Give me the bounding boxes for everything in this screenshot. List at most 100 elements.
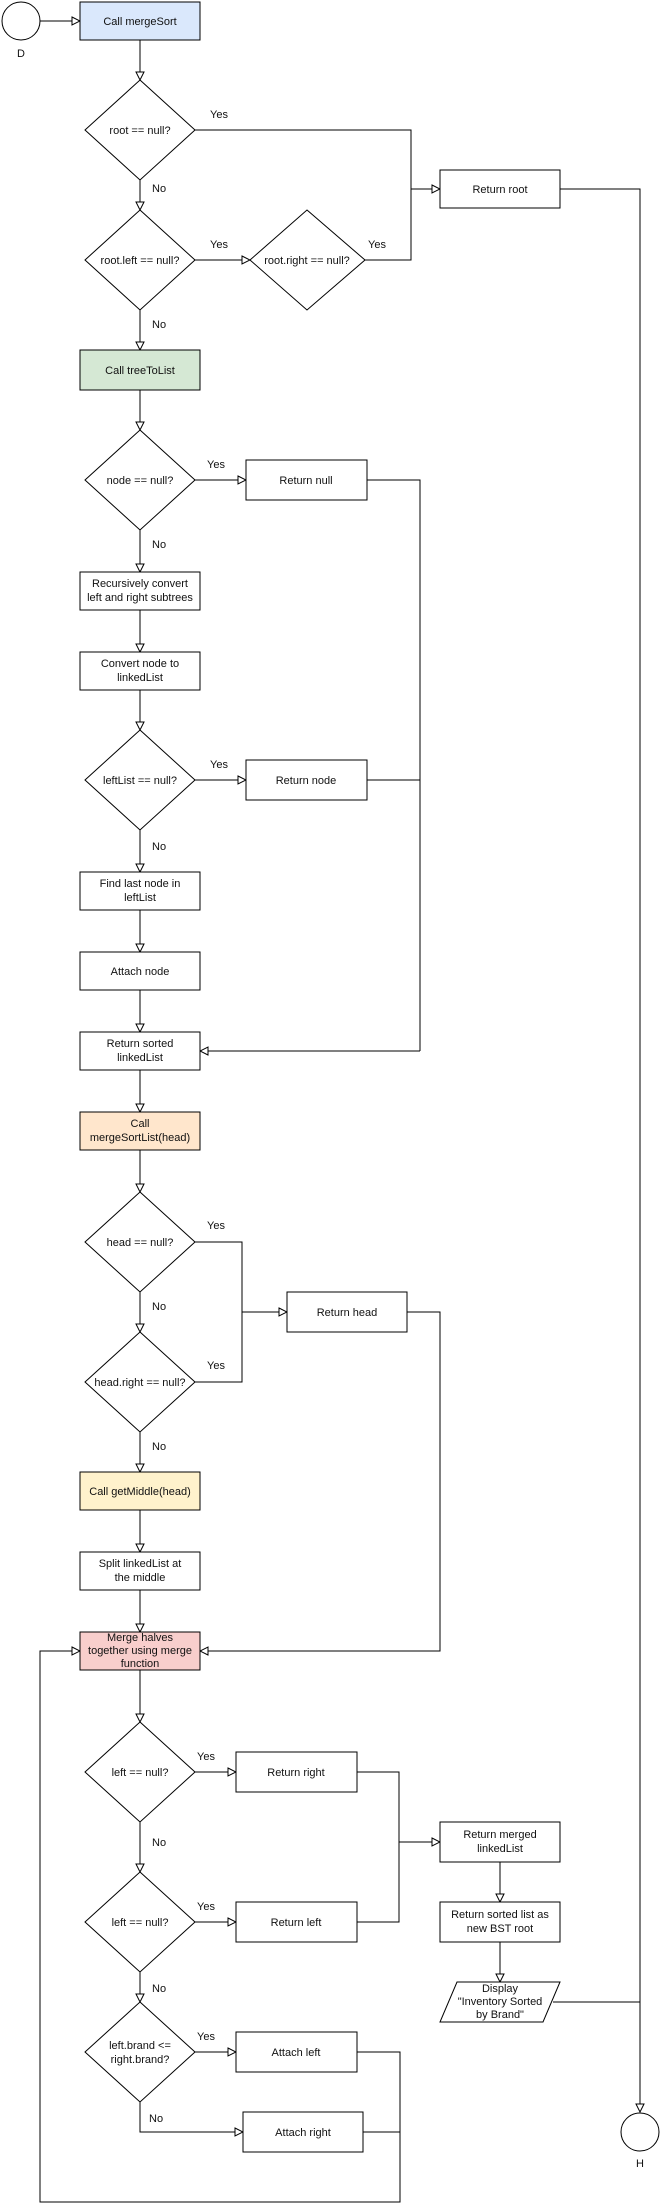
edge-head-right-null-yes — [195, 1312, 243, 1383]
label-no: No — [152, 1837, 166, 1849]
edges — [39, 21, 640, 2203]
compare-brand-label-line1: left.brand <= — [109, 2040, 171, 2052]
return-right-label: Return right — [267, 1767, 324, 1779]
root-null-label: root == null? — [109, 125, 170, 137]
find-last-label-line1: Find last node in — [100, 878, 181, 890]
return-merged-label-line1: Return merged — [463, 1829, 536, 1841]
return-null-node — [245, 459, 368, 501]
edge-head-null-yes — [195, 1241, 243, 1312]
label-yes: Yes — [207, 1360, 225, 1372]
start-connector — [1, 1, 41, 41]
label-yes: Yes — [207, 459, 225, 471]
call-getmiddle-label: Call getMiddle(head) — [89, 1486, 191, 1498]
merge-halves-label-line1: Merge halves — [107, 1632, 174, 1644]
call-mergesort-label: Call mergeSort — [103, 16, 176, 28]
label-no: No — [152, 1301, 166, 1313]
label-yes: Yes — [210, 109, 228, 121]
leftlist-null-decision — [84, 729, 196, 831]
call-mergesort-node — [79, 1, 201, 41]
label-no: No — [149, 2113, 163, 2125]
return-null-label: Return null — [279, 475, 332, 487]
split-linkedlist-label-line2: the middle — [115, 1572, 166, 1584]
convert-node-label-line1: Convert node to — [101, 658, 179, 670]
head-right-null-decision — [84, 1331, 196, 1433]
return-bst-root-node — [439, 1901, 561, 1943]
return-merged-node — [439, 1821, 561, 1863]
return-bst-root-label-line1: Return sorted list as — [451, 1909, 549, 1921]
edge-root-null-yes — [195, 129, 412, 189]
return-root-label: Return root — [472, 184, 527, 196]
attach-right-node — [242, 2111, 364, 2153]
attach-left-node — [235, 2031, 358, 2073]
label-no: No — [152, 539, 166, 551]
edge-return-head-to-merge — [200, 1311, 441, 1651]
display-label-line1: Display — [482, 1983, 519, 1995]
merge-halves-label-line3: function — [121, 1658, 160, 1670]
recursive-convert-label-line1: Recursively convert — [92, 578, 188, 590]
merge-halves-node — [79, 1631, 201, 1671]
edge-labels: Yes No Yes Yes No Yes No Yes No Yes No Y… — [149, 109, 386, 2125]
label-yes: Yes — [207, 1220, 225, 1232]
call-mergesortlist-node — [79, 1111, 201, 1151]
call-getmiddle-node — [79, 1471, 201, 1511]
return-left-label: Return left — [271, 1917, 322, 1929]
left-null-decision-2 — [84, 1871, 196, 1973]
label-no: No — [152, 1441, 166, 1453]
attach-node-node — [79, 951, 201, 991]
return-left-node — [235, 1901, 358, 1943]
return-sorted-linkedlist-label-line1: Return sorted — [107, 1038, 174, 1050]
label-yes: Yes — [368, 239, 386, 251]
split-linkedlist-node — [79, 1551, 201, 1591]
root-right-null-label: root.right == null? — [264, 255, 350, 267]
call-mergesortlist-label-line1: Call — [131, 1118, 150, 1130]
end-connector-label: H — [636, 2158, 644, 2170]
convert-node-label-line2: linkedList — [117, 672, 163, 684]
label-yes: Yes — [210, 759, 228, 771]
leftlist-null-label: leftList == null? — [103, 775, 177, 787]
label-no: No — [152, 183, 166, 195]
node-null-decision — [84, 429, 196, 531]
nodes: D Call mergeSort root == null? root.left… — [1, 1, 660, 2170]
head-null-decision — [84, 1191, 196, 1293]
attach-right-label: Attach right — [275, 2127, 331, 2139]
end-connector — [620, 2112, 660, 2152]
node-null-label: node == null? — [107, 475, 174, 487]
attach-node-label: Attach node — [111, 966, 170, 978]
left-null-decision-1 — [84, 1721, 196, 1823]
split-linkedlist-label-line1: Split linkedList at — [99, 1558, 182, 1570]
edge-root-right-null-yes — [365, 189, 412, 261]
recursive-convert-label-line2: left and right subtrees — [87, 592, 193, 604]
edge-return-null-to-return-sorted — [367, 479, 421, 1051]
head-null-label: head == null? — [107, 1237, 174, 1249]
left-null-label-1: left == null? — [112, 1767, 169, 1779]
return-node-label: Return node — [276, 775, 337, 787]
head-right-null-label: head.right == null? — [94, 1377, 185, 1389]
edge-loop-back — [39, 1651, 401, 2203]
edge-return-right-to-merged — [357, 1771, 400, 1923]
label-yes: Yes — [197, 1751, 215, 1763]
return-head-label: Return head — [317, 1307, 378, 1319]
display-label-line2: "Inventory Sorted — [458, 1996, 543, 2008]
root-left-null-label: root.left == null? — [101, 255, 180, 267]
merge-halves-label-line2: together using merge — [88, 1645, 192, 1657]
return-head-node — [286, 1291, 408, 1333]
label-yes: Yes — [197, 1901, 215, 1913]
call-treetolist-label: Call treeToList — [105, 365, 175, 377]
label-no: No — [152, 841, 166, 853]
edge-return-root-to-h — [560, 188, 640, 2112]
attach-left-label: Attach left — [272, 2047, 321, 2059]
return-bst-root-label-line2: new BST root — [467, 1923, 533, 1935]
return-root-node — [439, 169, 561, 209]
left-null-label-2: left == null? — [112, 1917, 169, 1929]
label-no: No — [152, 319, 166, 331]
return-merged-label-line2: linkedList — [477, 1843, 523, 1855]
return-sorted-linkedlist-node — [79, 1031, 201, 1071]
return-sorted-linkedlist-label-line2: linkedList — [117, 1052, 163, 1064]
display-label-line3: by Brand" — [476, 2009, 524, 2021]
return-node-node — [245, 759, 368, 801]
call-mergesortlist-label-line2: mergeSortList(head) — [90, 1132, 190, 1144]
root-left-null-decision — [84, 209, 196, 311]
edge-compare-no — [139, 2102, 243, 2132]
return-right-node — [235, 1751, 358, 1793]
